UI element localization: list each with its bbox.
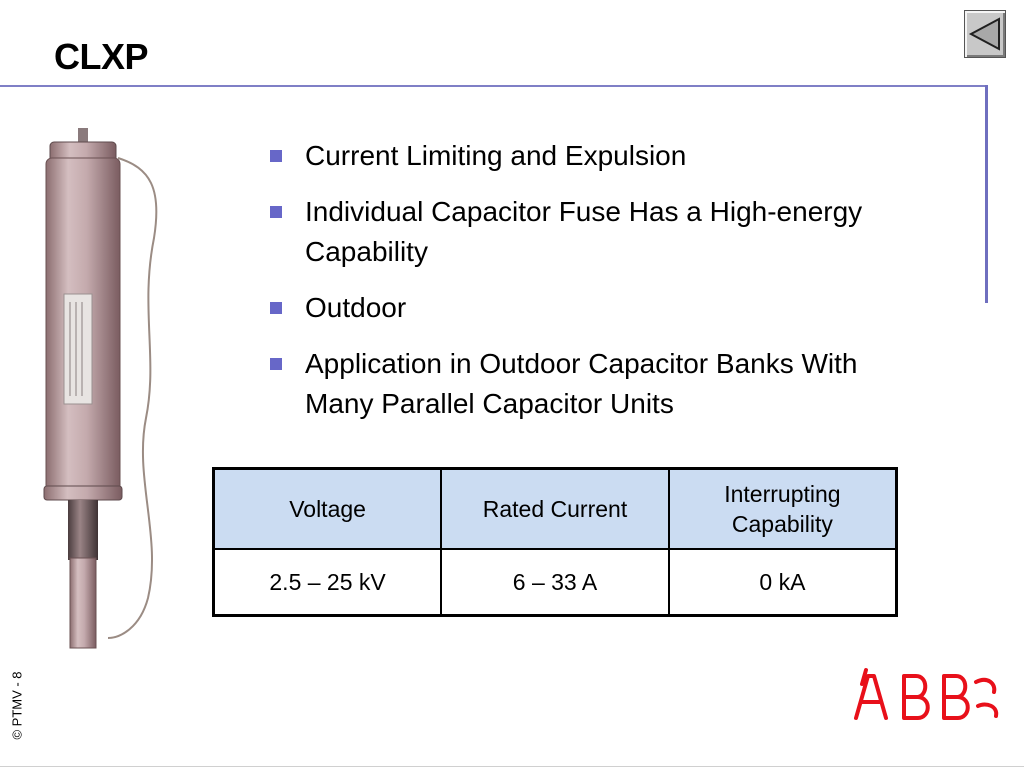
header-divider-vertical <box>985 85 988 303</box>
footer-divider <box>0 766 1024 767</box>
bullet-item: Outdoor <box>268 288 918 328</box>
column-header-voltage: Voltage <box>212 467 443 550</box>
square-bullet-icon <box>270 206 282 218</box>
specification-table: Voltage Rated Current Interrupting Capab… <box>212 467 898 617</box>
bullet-text: Individual Capacitor Fuse Has a High-ene… <box>305 196 863 267</box>
cell-voltage: 2.5 – 25 kV <box>212 548 443 617</box>
square-bullet-icon <box>270 302 282 314</box>
bullet-item: Individual Capacitor Fuse Has a High-ene… <box>268 192 918 272</box>
slide-title: CLXP <box>54 36 149 77</box>
copyright-page-label: © PTMV - 8 <box>9 671 25 740</box>
bullet-list: Current Limiting and Expulsion Individua… <box>268 136 918 440</box>
header-divider <box>0 85 988 87</box>
abb-logo-icon <box>854 668 999 720</box>
bullet-item: Current Limiting and Expulsion <box>268 136 918 176</box>
column-header-interrupting-capability: Interrupting Capability <box>667 467 898 550</box>
capacitor-fuse-photo <box>43 128 158 649</box>
bullet-item: Application in Outdoor Capacitor Banks W… <box>268 344 918 424</box>
table-row: 2.5 – 25 kV 6 – 33 A 0 kA <box>212 548 898 617</box>
column-header-rated-current: Rated Current <box>440 467 670 550</box>
square-bullet-icon <box>270 358 282 370</box>
back-button[interactable] <box>964 10 1006 58</box>
triangle-left-icon <box>968 17 1000 51</box>
square-bullet-icon <box>270 150 282 162</box>
bullet-text: Outdoor <box>305 292 407 323</box>
table-header-row: Voltage Rated Current Interrupting Capab… <box>212 467 898 550</box>
bullet-text: Current Limiting and Expulsion <box>305 140 687 171</box>
cell-rated-current: 6 – 33 A <box>440 548 670 617</box>
bullet-text: Application in Outdoor Capacitor Banks W… <box>305 348 858 419</box>
cell-interrupting-capability: 0 kA <box>667 548 898 617</box>
